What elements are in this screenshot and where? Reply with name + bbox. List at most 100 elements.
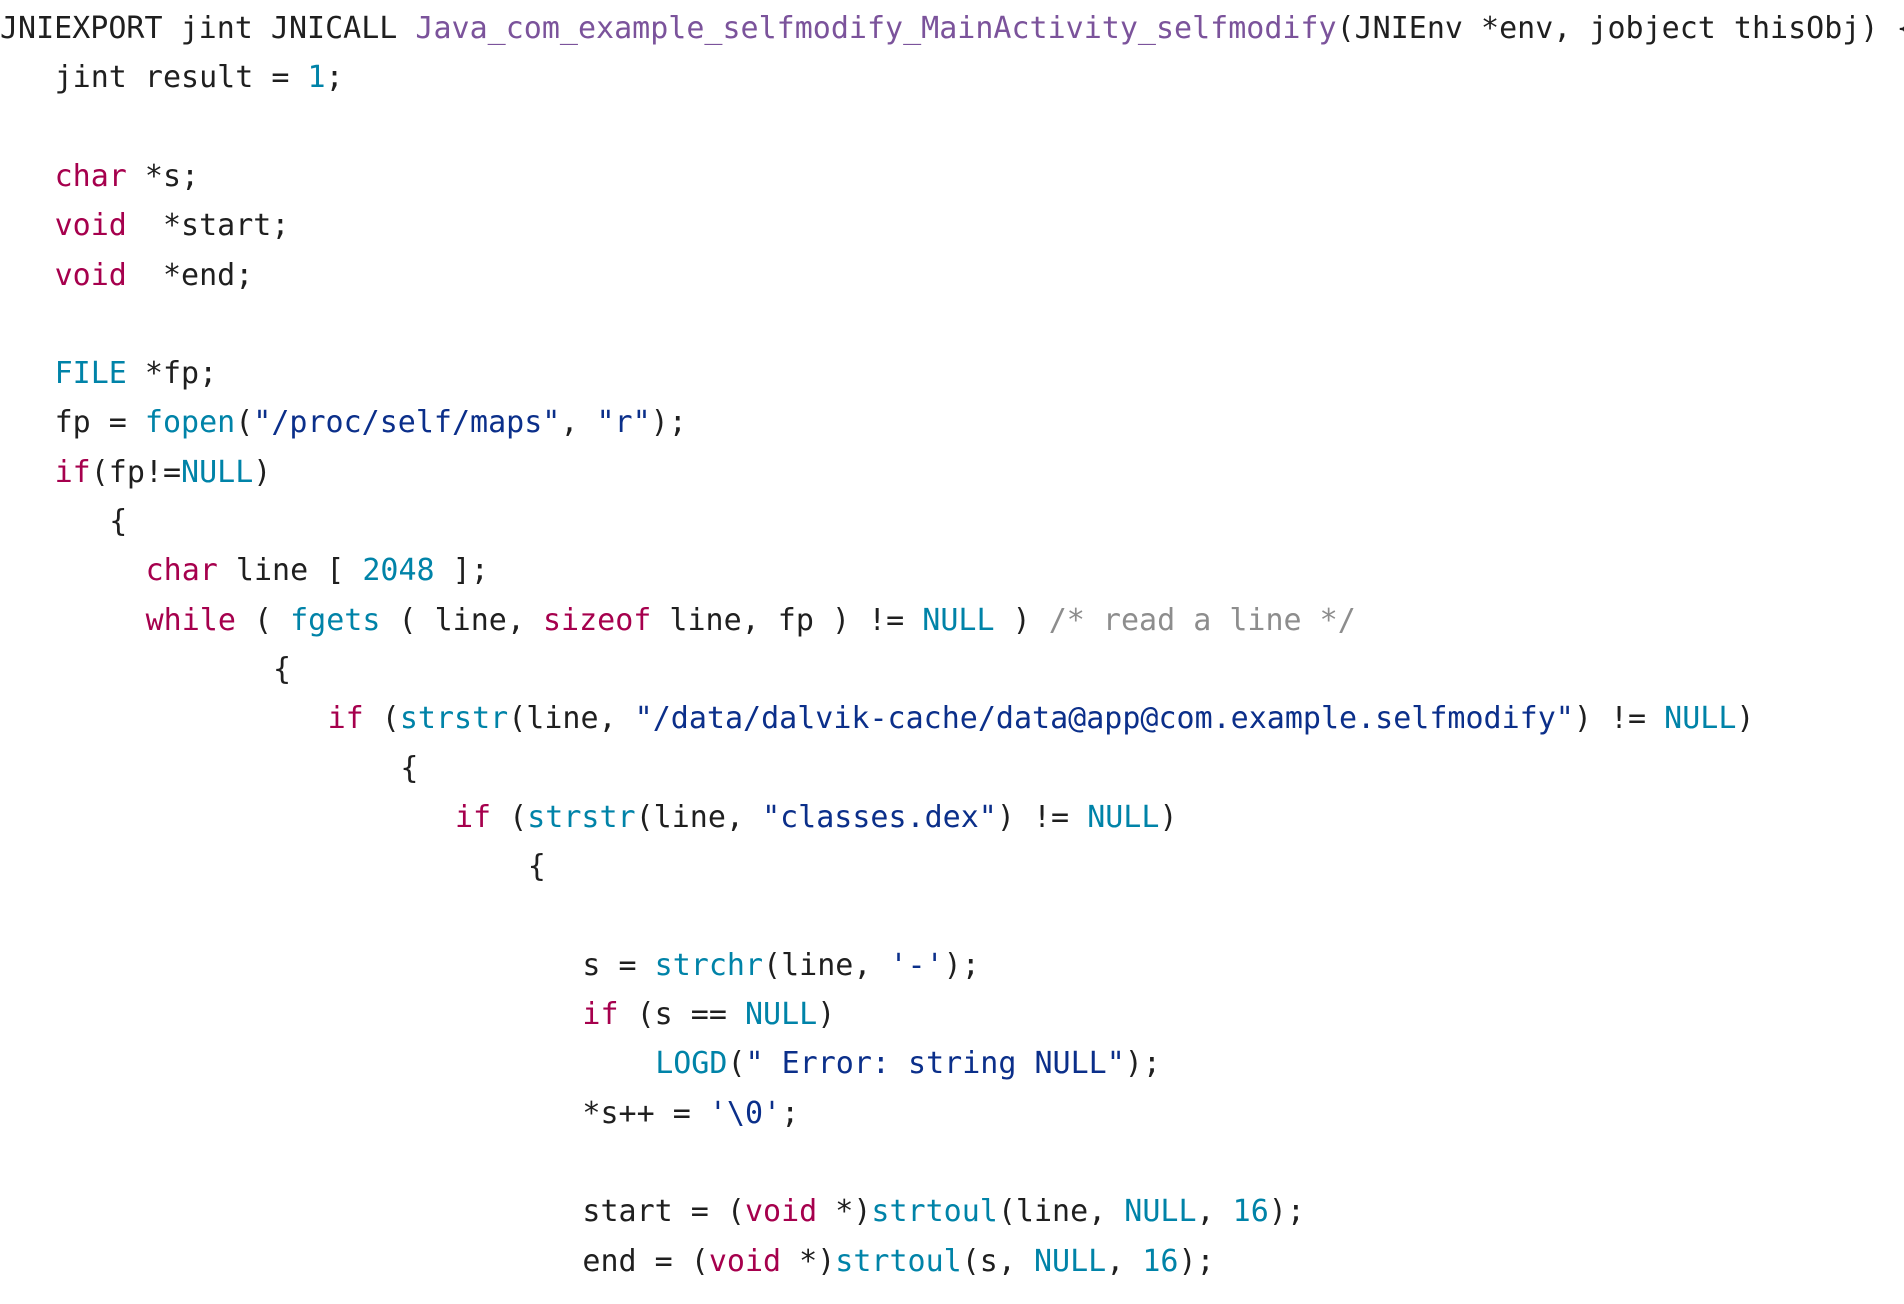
code-token-plain: fp = [54,405,145,441]
code-token-keyword: if [582,997,619,1032]
code-token-plain: , [560,405,597,441]
code-token-number: 1 [307,60,326,96]
code-token-number: 2048 [362,553,435,589]
code-line: char line [ 2048 ]; [146,546,489,595]
code-token-plain: jint result = [54,60,308,96]
code-token-plain: ) != [996,799,1088,835]
code-token-plain: ) [1736,701,1755,737]
code-line: s = strchr(line, '-'); [582,941,979,990]
code-token-keyword: while [145,602,236,638]
code-token-string: "r" [596,405,651,441]
code-token-number: 16 [1232,1194,1269,1230]
code-line: jint result = 1; [55,53,344,102]
code-token-const: NULL [922,602,995,638]
code-token-const: NULL [1664,701,1737,737]
code-token-func: strchr [654,947,764,983]
code-token-plain: s = [582,947,655,983]
code-token-string: "/data/dalvik-cache/data@app@com.example… [634,701,1574,737]
code-token-plain: ); [943,947,980,983]
code-token-func: strtoul [871,1194,998,1230]
code-line: if (strstr(line, "/data/dalvik-cache/dat… [328,694,1755,743]
code-token-plain: ) [817,997,836,1032]
code-token-plain: ) [1159,799,1178,835]
code-token-plain: (line, [997,1194,1125,1230]
code-line: { [109,497,127,546]
code-token-keyword: void [744,1194,818,1230]
code-token-plain: (line, [635,799,763,835]
code-token-keyword: char [145,553,218,589]
code-line: fp = fopen("/proc/self/maps", "r"); [55,398,687,447]
code-token-plain: ) [253,454,272,490]
code-line: char *s; [55,152,200,201]
code-token-keyword: void [708,1243,782,1279]
code-token-plain: ]; [434,553,489,589]
code-token-plain: ( [235,602,291,638]
code-token-keyword: sizeof [542,602,652,638]
code-token-fname: Java_com_example_selfmodify_MainActivity… [415,11,1337,46]
code-token-plain: *) [817,1194,872,1230]
code-token-keyword: void [54,257,127,293]
code-token-plain: , [1196,1194,1233,1230]
code-line: end = (void *)strtoul(s, NULL, 16); [582,1237,1214,1286]
code-token-plain: ; [325,60,344,96]
code-token-plain: *fp; [126,356,218,392]
code-token-string: '\0' [708,1095,782,1131]
code-token-keyword: char [54,158,127,194]
code-token-plain: ( line, [380,602,543,638]
code-token-plain: { [109,504,128,539]
code-line: if(fp!=NULL) [55,448,272,497]
code-token-plain: (line, [508,701,635,737]
code-token-plain: ); [1124,1046,1161,1082]
code-token-func: fgets [290,602,381,638]
code-token-keyword: if [455,799,492,835]
code-token-plain: *) [781,1243,836,1279]
code-token-plain: line, fp ) != [651,602,923,638]
code-token-keyword: if [327,701,364,737]
code-token-const: NULL [181,454,254,490]
code-token-keyword: if [54,454,91,490]
code-token-plain: ); [1178,1243,1215,1279]
code-token-func: strstr [399,701,509,737]
code-line: if (s == NULL) [582,990,835,1039]
code-line: { [528,842,546,891]
code-line: void *end; [55,251,254,300]
code-token-number: 16 [1142,1243,1179,1279]
code-token-func: strstr [527,799,636,835]
code-line: void *start; [55,201,290,250]
code-token-plain: ( [491,799,528,835]
code-token-plain: ) [994,602,1049,638]
code-token-const: NULL [1087,799,1160,835]
code-token-plain: line [ [217,553,363,589]
code-line: FILE *fp; [55,349,218,398]
code-token-plain: ); [650,405,687,441]
code-token-plain: { [527,849,546,885]
code-line: *s++ = '\0'; [582,1089,799,1138]
code-token-plain: { [400,750,419,786]
code-token-func: strtoul [835,1243,962,1279]
code-line: if (strstr(line, "classes.dex") != NULL) [455,793,1178,842]
code-token-plain: start = ( [582,1194,745,1230]
code-token-plain: ( [235,405,254,441]
code-line: LOGD(" Error: string NULL"); [655,1039,1161,1088]
code-line: { [273,645,291,694]
code-token-plain: ( [363,701,400,737]
code-line: { [400,744,418,793]
code-token-string: " Error: string NULL" [745,1046,1125,1082]
code-token-const: NULL [1124,1194,1197,1230]
code-token-keyword: void [54,208,127,244]
code-token-string: "/proc/self/maps" [253,405,561,441]
code-token-const: FILE [54,356,127,392]
code-token-plain: *end; [126,257,254,293]
code-token-plain: JNIEXPORT jint JNICALL [0,11,416,46]
code-token-func: fopen [144,405,236,441]
code-token-plain: end = ( [582,1243,709,1279]
code-token-string: '-' [889,947,944,983]
code-token-plain: ) != [1573,701,1665,737]
code-token-plain: (fp!= [90,454,182,490]
code-token-plain: (s == [618,997,745,1032]
code-line: JNIEXPORT jint JNICALL Java_com_example_… [0,4,1904,53]
code-token-func: LOGD [655,1046,728,1082]
code-token-plain: *s; [126,158,200,194]
code-token-plain: (JNIEnv *env, jobject thisObj) { [1336,11,1904,46]
